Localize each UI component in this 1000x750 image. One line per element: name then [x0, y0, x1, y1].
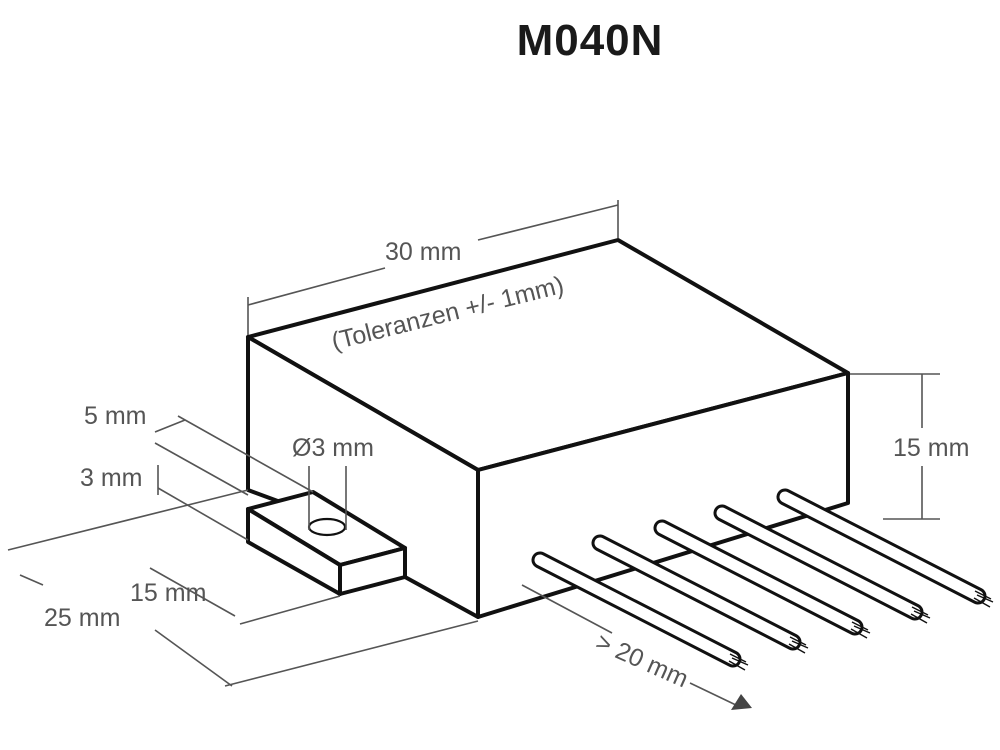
hole-dimension [308, 466, 347, 530]
wires [531, 488, 994, 671]
hole-label: Ø3 mm [292, 434, 374, 462]
left-dimensions [7, 415, 479, 687]
wire-4 [713, 504, 931, 624]
wire-1 [531, 551, 749, 671]
tab-thickness-label: 3 mm [80, 464, 143, 492]
tab-length-label: 15 mm [130, 579, 206, 607]
wire-5 [776, 488, 994, 608]
arrow-head-icon [731, 694, 752, 710]
wire-3 [653, 519, 871, 639]
height-dimension [850, 373, 940, 520]
page-title: M040N [516, 16, 664, 65]
mounting-hole [307, 517, 347, 537]
depth-label: 25 mm [44, 604, 120, 632]
module-body [246, 238, 850, 619]
tab-front-face [338, 546, 407, 596]
length-dimension [247, 200, 619, 335]
length-label: 30 mm [385, 238, 461, 266]
mounting-tab [246, 490, 407, 596]
tab-width-label: 5 mm [84, 402, 147, 430]
wire-2 [591, 534, 809, 654]
height-label: 15 mm [893, 434, 969, 462]
wire-length-dimension [521, 584, 752, 710]
